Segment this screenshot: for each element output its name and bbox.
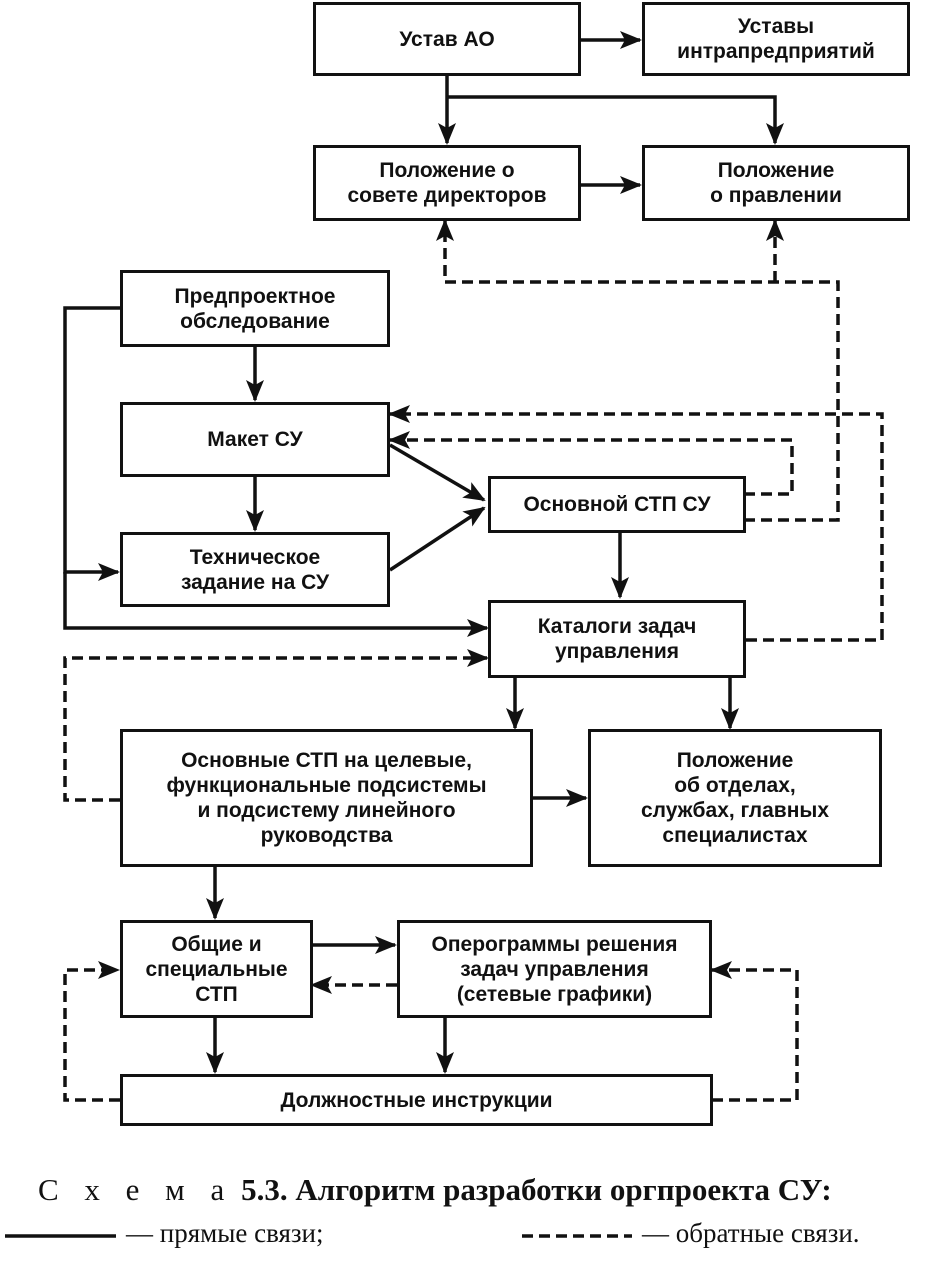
caption-label: С х е м а	[38, 1172, 234, 1207]
box-polozhenie-sovet-direktorov: Положение о совете директоров	[313, 145, 581, 221]
box-ustavy-intrapredpriyatiy: Уставы интрапредприятий	[642, 2, 910, 76]
link-tech-to-osnovnoy	[389, 506, 486, 572]
link-predproekt-to-katalogi	[63, 572, 489, 637]
box-obshchie-specialnye-stp: Общие и специальные СТП	[120, 920, 313, 1018]
box-osnovnye-stp-podsistemy: Основные СТП на целевые, функциональные …	[120, 729, 533, 867]
link-predproekt-to-tech	[63, 306, 122, 581]
feedback-links	[63, 219, 884, 1102]
box-tehnicheskoe-zadanie: Техническое задание на СУ	[120, 532, 390, 607]
box-polozhenie-ob-otdelah: Положение об отделах, службах, главных с…	[588, 729, 882, 867]
feedback-dolzhnostnye-to-operogrammy	[710, 961, 799, 1102]
link-maket-to-osnovnoy	[389, 443, 486, 502]
box-ustav-ao: Устав АО	[313, 2, 581, 76]
box-predproektnoe-obsledovanie: Предпроектное обследование	[120, 270, 390, 347]
legend-feedback-label: — обратные связи.	[642, 1218, 860, 1248]
box-dolzhnostnye-instrukcii: Должностные инструкции	[120, 1074, 713, 1126]
box-maket-su: Макет СУ	[120, 402, 390, 477]
link-ustav-to-polozhenie-pravlenie	[447, 95, 784, 145]
legend-direct-label: — прямые связи;	[126, 1218, 324, 1248]
box-polozhenie-pravlenie: Положение о правлении	[642, 145, 910, 221]
feedback-osnovnoy-to-maket	[388, 431, 794, 496]
feedback-katalogi-to-maket	[388, 405, 884, 642]
direct-links	[63, 31, 784, 1074]
box-katalogi-zadach: Каталоги задач управления	[488, 600, 746, 678]
feedback-osnovnye-to-katalogi	[63, 649, 489, 802]
feedback-dolzhnostnye-to-obshchie	[63, 961, 120, 1102]
box-osnovnoy-stp-su: Основной СТП СУ	[488, 476, 746, 533]
caption-title: 5.3. Алгоритм разработки оргпроекта СУ:	[233, 1172, 832, 1207]
box-operogrammy: Оперограммы решения задач управления (се…	[397, 920, 712, 1018]
figure-caption: С х е м а 5.3. Алгоритм разработки оргпр…	[38, 1172, 941, 1208]
feedback-osnovnoy-to-polozhenie	[436, 219, 840, 522]
